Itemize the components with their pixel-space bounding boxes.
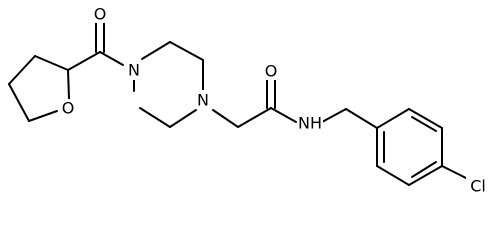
- bond-thf-4: [28, 110, 58, 122]
- bond-pip-4: [169, 109, 197, 128]
- bond-pip-5: [139, 107, 171, 128]
- bond-co-to-nh: [270, 107, 297, 123]
- atom-n-piperazine-left: N: [128, 61, 140, 80]
- bond-nh-to-ch2: [321, 108, 347, 123]
- bond-ar-inner-1: [411, 116, 437, 132]
- bond-pip-1: [141, 41, 171, 60]
- bond-thf-3: [67, 69, 70, 100]
- bond-carbonyl-to-n: [99, 51, 124, 66]
- atom-labels: O O N N O NH Cl: [59, 4, 490, 196]
- bond-ar-1: [376, 108, 410, 129]
- ring-carbonyl: [67, 22, 124, 71]
- atom-cl: Cl: [470, 177, 486, 196]
- bond-ar-5: [376, 165, 410, 186]
- atom-nh-amide: NH: [298, 114, 322, 133]
- atom-o-carbonyl: O: [94, 5, 107, 24]
- bond-thf-5: [8, 83, 30, 122]
- bond-ar-to-cl: [441, 165, 467, 179]
- bond-ar-2: [408, 108, 443, 129]
- bond-ar-4: [408, 165, 443, 186]
- bond-ch2-to-co: [237, 107, 272, 128]
- acetamide-linker: [212, 79, 378, 129]
- bond-ar-inner-2: [411, 161, 437, 178]
- bond-pip-2: [169, 41, 204, 61]
- atom-n-piperazine-right: N: [197, 91, 209, 110]
- atom-o-amide: O: [265, 62, 278, 81]
- molecule-structure: O O N N O NH Cl: [8, 4, 490, 196]
- thf-ring: [8, 55, 70, 122]
- bond-thf-to-carbonyl: [67, 51, 101, 71]
- bond-thf-1: [8, 55, 36, 85]
- benzene-ring: [376, 108, 467, 186]
- bond-thf-2: [34, 55, 69, 71]
- bond-n-to-ch2: [212, 109, 239, 128]
- bond-ch2-to-ring: [345, 108, 378, 129]
- atom-o-ring: O: [62, 99, 75, 118]
- piperazine-ring: [133, 41, 204, 128]
